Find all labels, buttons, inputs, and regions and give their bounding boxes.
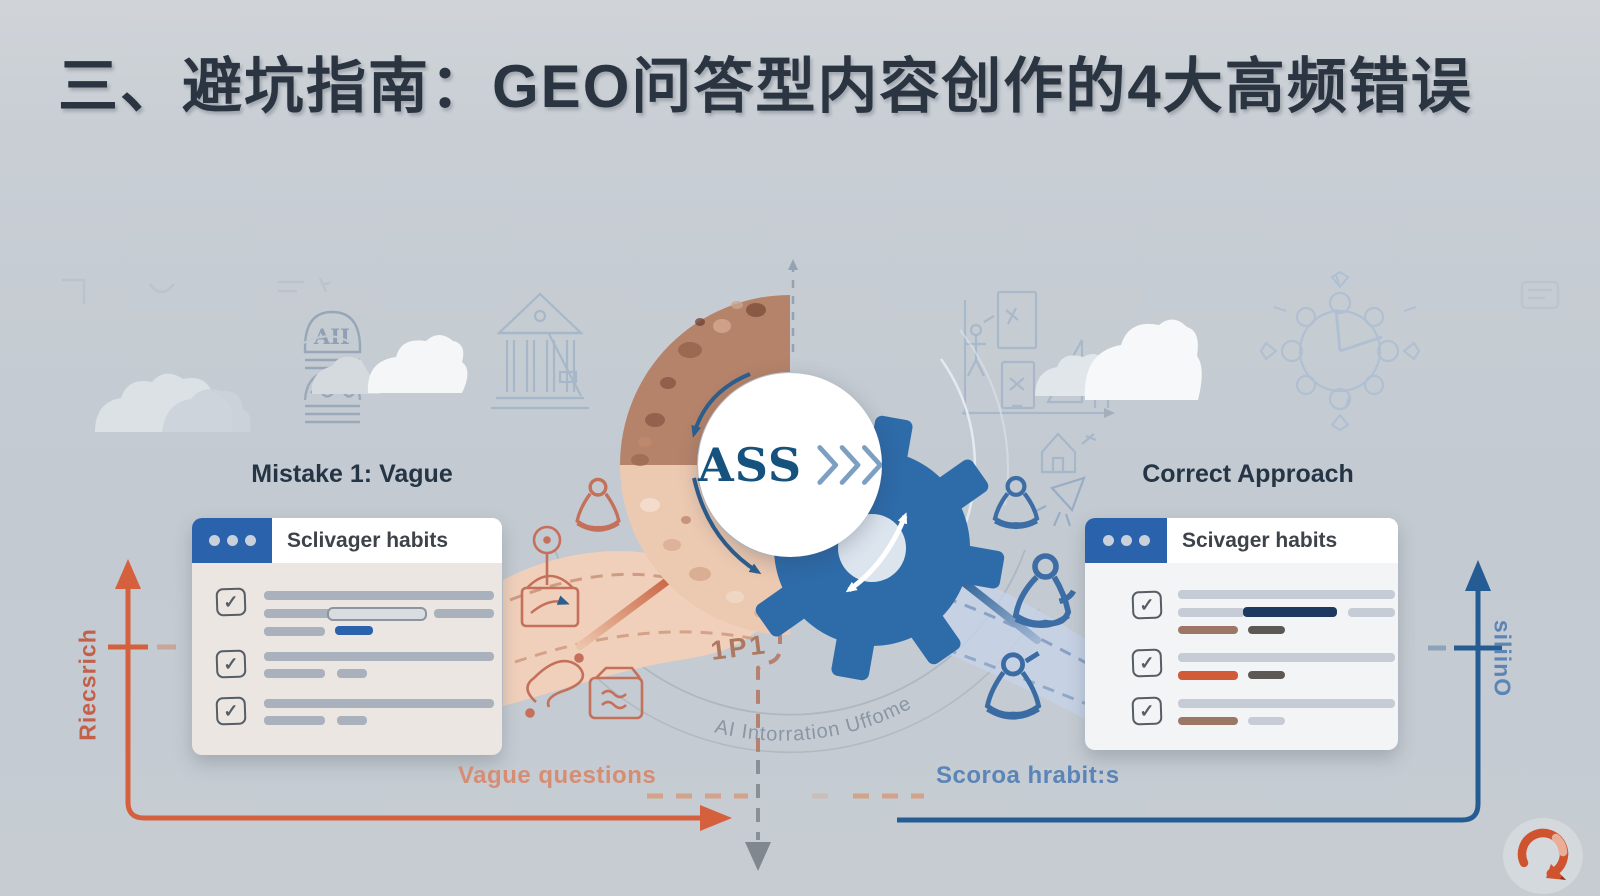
- right-card-title: Scivager habits: [1167, 518, 1398, 563]
- central-hub: ASS: [698, 373, 882, 557]
- bank-icon: [491, 292, 589, 410]
- redacted-line: [337, 716, 367, 725]
- checkbox-icon: ✓: [215, 696, 247, 726]
- accent-line: [1178, 671, 1238, 680]
- panel-icon: [1520, 280, 1560, 310]
- left-card-title: Sclivager habits: [272, 518, 502, 563]
- window-controls-icon: [1085, 518, 1167, 563]
- left-section-heading: Mistake 1: Vague: [251, 460, 453, 488]
- redacted-line: [264, 652, 494, 661]
- redacted-line: [1348, 608, 1395, 617]
- right-section-heading: Correct Approach: [1142, 460, 1354, 488]
- redacted-line: [264, 716, 325, 725]
- right-flow-arrow: [897, 560, 1502, 823]
- redacted-line: [434, 609, 494, 618]
- checkbox-icon: ✓: [1131, 696, 1163, 726]
- gear-sync-arrow: [845, 512, 908, 593]
- checkbox-icon: ✓: [1131, 590, 1163, 620]
- left-flow-label: Vague questions: [458, 762, 657, 789]
- band-text: 1P1: [709, 629, 769, 666]
- meditating-person-icon: [575, 477, 621, 532]
- accent-line: [1248, 626, 1285, 634]
- window-controls-icon: [192, 518, 272, 563]
- cloud-icon: [1035, 319, 1202, 400]
- redacted-line: [1178, 699, 1395, 708]
- right-card-header: Scivager habits: [1085, 518, 1398, 563]
- meditating-person-icon: [984, 651, 1042, 720]
- checkbox-icon: ✓: [215, 587, 247, 617]
- right-flow-label: Scoroa hrabit:s: [936, 762, 1120, 789]
- redacted-line: [1178, 653, 1395, 662]
- triple-chevron-icon: [817, 445, 882, 485]
- redacted-line: [337, 669, 367, 678]
- left-flow-arrow: [108, 559, 732, 831]
- faint-corner-marks-icon: [62, 277, 332, 304]
- hub-label: ASS: [698, 438, 803, 492]
- highlight-line: [1243, 607, 1337, 617]
- left-card-header: Sclivager habits: [192, 518, 502, 563]
- dashed-connectors: [647, 606, 924, 871]
- right-card: Scivager habits ✓ ✓ ✓: [1085, 518, 1398, 750]
- clock-ornament-icon: [1259, 270, 1421, 432]
- figure-icon: [992, 475, 1040, 530]
- redacted-pill: [327, 607, 427, 621]
- brand-logo: [1503, 818, 1583, 894]
- checkbox-icon: ✓: [1131, 648, 1163, 678]
- redacted-line: [264, 591, 494, 600]
- accent-line: [1178, 626, 1238, 634]
- accent-line: [1248, 671, 1285, 679]
- cloud-icon: [95, 373, 251, 432]
- lasso-doodle-icon: [525, 653, 585, 718]
- checkbox-icon: ✓: [215, 649, 247, 679]
- pin-icon: [532, 525, 562, 585]
- figure-icon: [1012, 553, 1077, 628]
- highlight-line: [335, 626, 373, 635]
- right-axis-label: siliinO: [1489, 619, 1516, 698]
- folder-wave-icon: [588, 666, 644, 720]
- house-icon: [1040, 432, 1097, 474]
- redacted-line: [264, 669, 325, 678]
- left-axis-label: Riecsrich: [74, 628, 101, 741]
- arc-caption: AI Intorration Uffome: [713, 692, 916, 746]
- ring: [620, 295, 790, 635]
- redacted-line: [264, 699, 494, 708]
- cloud-icon: [299, 335, 468, 394]
- redacted-line: [1178, 590, 1395, 599]
- left-card: Sclivager habits ✓ ✓ ✓: [192, 518, 502, 755]
- basket-icon: [520, 574, 580, 628]
- redacted-line: [264, 627, 325, 636]
- redacted-line: [1178, 608, 1245, 617]
- page-title: 三、避坑指南：GEO问答型内容创作的4大高频错误: [58, 53, 1473, 120]
- redacted-line: [1248, 717, 1285, 725]
- accent-line: [1178, 717, 1238, 725]
- pinwheel-icon: [1033, 476, 1086, 527]
